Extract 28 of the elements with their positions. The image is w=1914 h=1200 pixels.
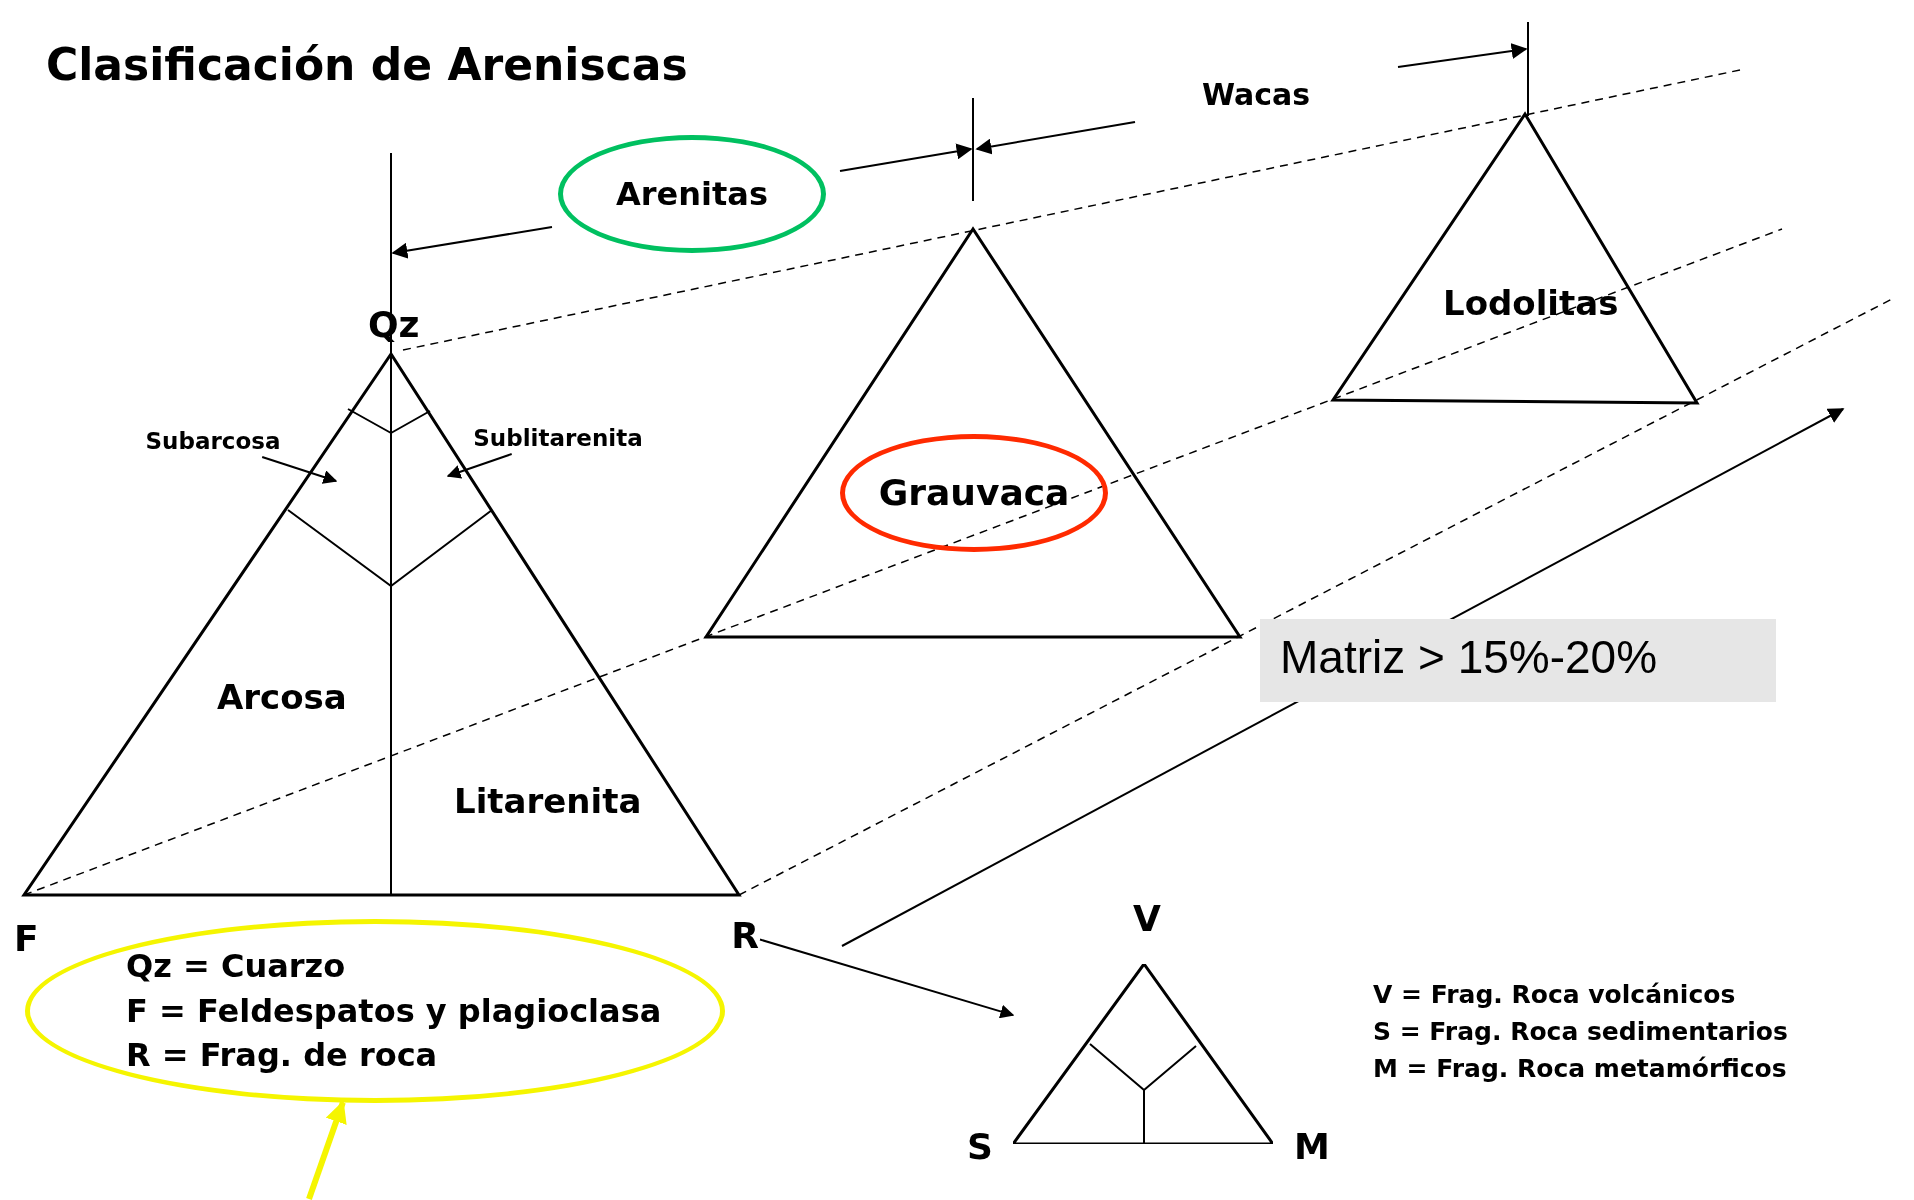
key-text: V = Frag. Roca volcánicos <box>1373 981 1736 1010</box>
range-label: Wacas <box>1202 78 1311 113</box>
arrow <box>759 938 1015 1019</box>
vertex-label: R <box>730 914 760 956</box>
ellipse-callout <box>558 135 826 253</box>
key-text: F = Feldespatos y plagioclasa <box>126 990 662 1032</box>
title: Clasificación de Areniscas <box>46 40 688 91</box>
vertex-label: M <box>1294 1126 1330 1168</box>
key-text: M = Frag. Roca metamórficos <box>1373 1055 1787 1084</box>
region-label: Lodolitas <box>1443 284 1619 324</box>
leader-line <box>446 453 513 479</box>
ternary-triangle <box>1013 964 1273 1144</box>
region-label: Sublitarenita <box>465 422 651 454</box>
region-label: Grauvaca <box>878 470 1070 515</box>
note-label: Matriz > 15%-20% <box>1260 619 1776 702</box>
key-text: R = Frag. de roca <box>126 1035 438 1077</box>
leader-line <box>261 456 338 484</box>
ellipse-callout <box>840 434 1108 552</box>
vertex-label: V <box>1133 898 1161 940</box>
key-text: Qz = Cuarzo <box>126 945 346 987</box>
arrow <box>306 1100 347 1200</box>
region-label: Litarenita <box>454 782 642 822</box>
region-label: Arcosa <box>217 678 347 718</box>
vertex-label: S <box>967 1126 993 1168</box>
region-label: Subarcosa <box>147 425 279 457</box>
key-text: S = Frag. Roca sedimentarios <box>1373 1018 1788 1047</box>
vertex-label: F <box>14 918 39 960</box>
region-label: Arenitas <box>616 173 768 215</box>
